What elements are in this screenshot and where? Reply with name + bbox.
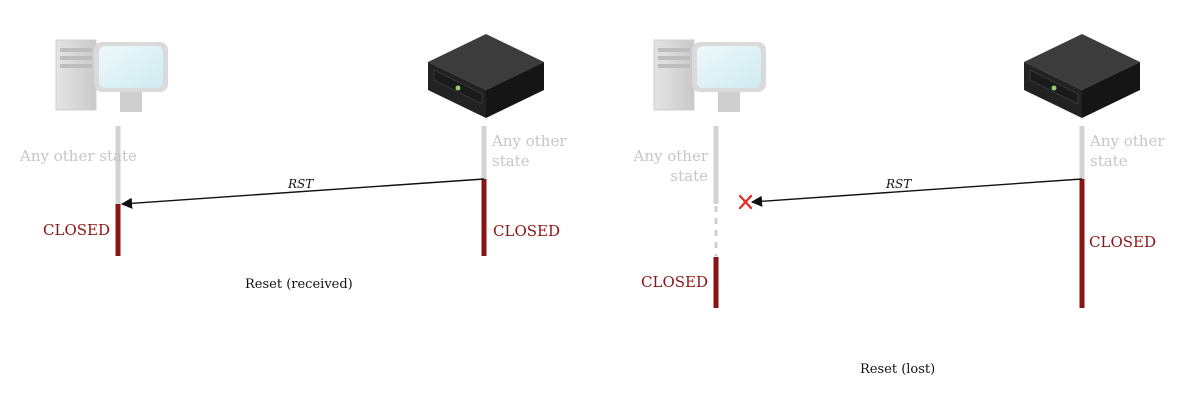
desktop-computer-icon <box>55 39 168 112</box>
rst-message-label: RST <box>886 177 912 191</box>
client-final-state-label: CLOSED <box>43 221 110 239</box>
rst-message-label: RST <box>288 177 314 191</box>
panel-caption: Reset (received) <box>245 277 353 292</box>
server-initial-state-label: Any other state <box>1090 132 1165 170</box>
client-final-state-label: CLOSED <box>641 273 708 291</box>
panel-reset-received <box>55 34 544 256</box>
client-initial-state-label: Any other state <box>20 147 137 165</box>
client-initial-state-label: Any other state <box>633 147 708 185</box>
server-final-state-label: CLOSED <box>493 222 560 240</box>
server-initial-state-label: Any other state <box>492 132 567 170</box>
rst-message-arrow <box>750 178 1083 207</box>
server-icon <box>428 34 544 118</box>
panel-reset-lost <box>653 34 1140 308</box>
desktop-computer-icon <box>653 39 766 112</box>
red-x-icon <box>738 194 753 210</box>
server-final-state-label: CLOSED <box>1089 233 1156 251</box>
panel-caption: Reset (lost) <box>860 362 936 377</box>
server-icon <box>1024 34 1140 118</box>
rst-message-arrow <box>120 178 485 209</box>
